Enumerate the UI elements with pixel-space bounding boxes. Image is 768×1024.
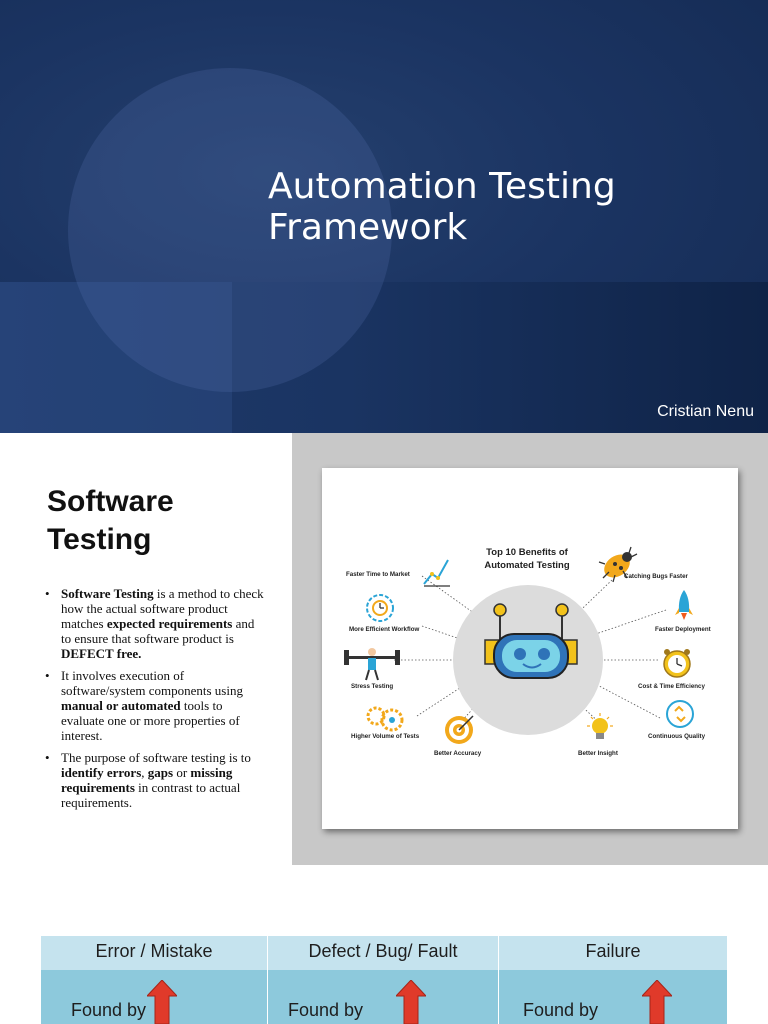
found-by-label: Found by bbox=[523, 1000, 599, 1020]
label-more-efficient-workflow: More Efficient Workflow bbox=[349, 626, 420, 633]
bullet-bold-text: manual or automated bbox=[61, 698, 181, 713]
label-better-insight: Better Insight bbox=[578, 750, 618, 757]
connector-lines bbox=[394, 575, 667, 724]
bullet-text: , bbox=[141, 765, 148, 780]
robot-icon bbox=[484, 603, 578, 679]
bullet-item: It involves execution of software/system… bbox=[42, 668, 264, 743]
rocket-icon bbox=[675, 590, 693, 620]
bullet-text: is a method to check how the actual soft… bbox=[61, 586, 264, 631]
bullet-bold-text: gaps bbox=[147, 765, 174, 780]
label-catching-bugs-faster: Catching Bugs Faster bbox=[624, 573, 689, 580]
lightbulb-icon bbox=[587, 713, 613, 739]
found-by-label: Found by bbox=[288, 1000, 364, 1020]
label-better-accuracy: Better Accuracy bbox=[434, 750, 482, 757]
title-line-2: Framework bbox=[268, 207, 468, 248]
bullet-bold-text: expected requirements bbox=[106, 616, 233, 631]
up-arrow-icon bbox=[147, 980, 177, 1024]
infographic-title-line-1: Top 10 Benefits of bbox=[486, 547, 568, 558]
bullet-bold-text: Software Testing bbox=[61, 586, 154, 601]
label-continuous-quality: Continuous Quality bbox=[648, 733, 706, 740]
row-cell-error: Found by bbox=[41, 970, 268, 1024]
bullet-bold-text: identify errors bbox=[61, 765, 142, 780]
title-slide: Automation Testing Framework Cristian Ne… bbox=[0, 0, 768, 433]
bullet-text: or bbox=[173, 765, 191, 780]
title-line-1: Automation Testing bbox=[268, 166, 616, 207]
error-defect-failure-slide: Error / Mistake Defect / Bug/ Fault Fail… bbox=[0, 865, 768, 1024]
label-higher-volume-of-tests: Higher Volume of Tests bbox=[351, 733, 420, 740]
header-failure: Failure bbox=[499, 936, 727, 970]
comparison-table: Error / Mistake Defect / Bug/ Fault Fail… bbox=[41, 936, 727, 1024]
header-defect: Defect / Bug/ Fault bbox=[268, 936, 499, 970]
label-cost-time-efficiency: Cost & Time Efficiency bbox=[638, 683, 705, 690]
author-name: Cristian Nenu bbox=[657, 403, 754, 420]
refresh-icon bbox=[666, 700, 694, 728]
bullet-text: tools to evaluate one or more properties… bbox=[61, 698, 240, 743]
benefits-infographic: Top 10 Benefits of Automated Testing bbox=[344, 546, 711, 757]
bullet-text: in contrast to actual requirements. bbox=[61, 780, 241, 810]
up-arrow-icon bbox=[396, 980, 426, 1024]
bug-icon bbox=[598, 546, 638, 583]
bullet-item: The purpose of software testing is to id… bbox=[42, 750, 264, 810]
found-by-label: Found by bbox=[71, 1000, 147, 1020]
alarm-clock-icon bbox=[663, 649, 691, 678]
background-rect bbox=[0, 282, 232, 433]
row-cell-defect: Found by bbox=[268, 970, 499, 1024]
software-testing-slide: Software Testing Software Testing is a m… bbox=[0, 433, 768, 865]
heading-line-2: Testing bbox=[47, 523, 152, 556]
bullet-item: Software Testing is a method to check ho… bbox=[42, 586, 264, 661]
up-arrow-icon bbox=[642, 980, 672, 1024]
label-faster-time-to-market: Faster Time to Market bbox=[346, 571, 410, 578]
background-circle bbox=[68, 68, 392, 392]
bullet-text: It involves execution of software/system… bbox=[61, 668, 243, 698]
bullet-text: The purpose of software testing is to bbox=[61, 750, 251, 765]
gears-icon bbox=[366, 706, 404, 732]
infographic-title-line-2: Automated Testing bbox=[484, 560, 570, 571]
bullet-text: and to ensure that software product is bbox=[61, 616, 255, 646]
presentation-title: Automation Testing Framework bbox=[268, 166, 728, 248]
heading-line-1: Software bbox=[47, 485, 174, 518]
label-stress-testing: Stress Testing bbox=[351, 683, 393, 690]
weightlifter-icon bbox=[344, 648, 400, 681]
background-band bbox=[0, 282, 768, 433]
gear-clock-icon bbox=[366, 594, 394, 622]
label-faster-deployment: Faster Deployment bbox=[655, 626, 711, 633]
bullet-bold-text: DEFECT free. bbox=[61, 646, 142, 661]
infographic-card: Top 10 Benefits of Automated Testing bbox=[322, 468, 738, 829]
target-icon bbox=[445, 715, 474, 744]
chart-arrow-icon bbox=[423, 559, 450, 587]
header-error: Error / Mistake bbox=[41, 936, 268, 970]
slide-heading: Software Testing bbox=[47, 483, 174, 559]
bullet-list: Software Testing is a method to check ho… bbox=[42, 586, 264, 817]
bullet-bold-text: missing requirements bbox=[61, 765, 233, 795]
row-cell-failure: Found by bbox=[499, 970, 727, 1024]
